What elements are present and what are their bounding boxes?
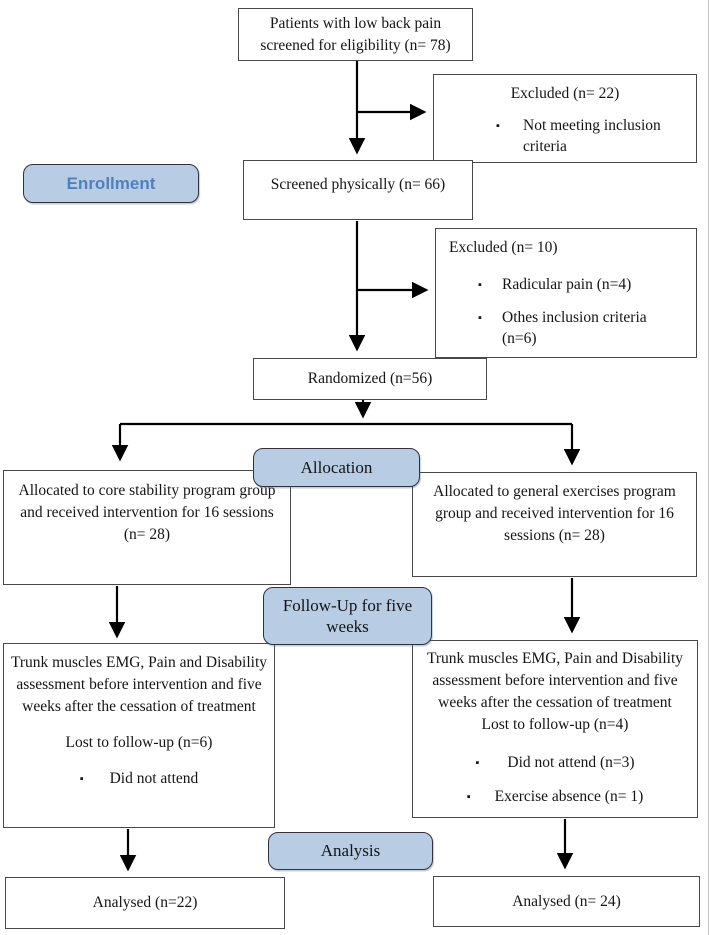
box-analysed-general: Analysed (n= 24) — [433, 876, 700, 927]
followup-core-bullet: ▪ Did not attend — [4, 769, 274, 790]
box-screened-text: Screened physically (n= 66) — [270, 176, 446, 193]
box-randomized-text: Randomized (n=56) — [307, 370, 433, 387]
box-allocated-general-text: Allocated to general exercises program g… — [433, 483, 676, 544]
box-allocated-core-text: Allocated to core stability program grou… — [18, 482, 276, 543]
bullet-square-icon: ▪ — [475, 757, 480, 769]
followup-general-assessment: Trunk muscles EMG, Pain and Disability a… — [426, 650, 684, 711]
followup-core-bullet-text: Did not attend — [109, 770, 199, 787]
box-randomized: Randomized (n=56) — [253, 358, 487, 400]
followup-general-bullet-2-text: Exercise absence (n= 1) — [494, 787, 644, 805]
excluded-second-bullet-2: ▪ Othes inclusion criteria (n=6) — [436, 296, 696, 350]
stage-label-allocation-text: Allocation — [300, 457, 373, 477]
excluded-first-bullet: ▪ Not meeting inclusion criteria — [434, 105, 696, 158]
box-excluded-second: Excluded (n= 10) ▪ Radicular pain (n=4) … — [435, 228, 697, 358]
box-analysed-general-text: Analysed (n= 24) — [512, 892, 621, 910]
bullet-square-icon: ▪ — [79, 773, 84, 785]
stage-label-followup-text: Follow-Up for five weeks — [282, 595, 413, 636]
stage-label-analysis-text: Analysis — [320, 841, 381, 861]
excluded-second-bullet-1: ▪ Radicular pain (n=4) — [436, 259, 696, 296]
stage-label-enrollment: Enrollment — [23, 164, 199, 203]
box-analysed-core: Analysed (n=22) — [5, 877, 285, 929]
bullet-square-icon: ▪ — [478, 279, 482, 291]
box-followup-general: Trunk muscles EMG, Pain and Disability a… — [412, 640, 698, 818]
excluded-second-bullet-1-text: Radicular pain (n=4) — [502, 276, 632, 293]
stage-label-allocation: Allocation — [253, 448, 420, 487]
excluded-first-bullet-text: Not meeting inclusion criteria — [523, 117, 661, 155]
followup-core-lost: Lost to follow-up (n=6) — [65, 734, 213, 751]
bullet-square-icon: ▪ — [466, 790, 471, 803]
followup-general-bullet-1: ▪ Did not attend (n=3) — [413, 753, 697, 774]
excluded-first-title: Excluded (n= 22) — [510, 85, 620, 102]
followup-general-bullet-2: ▪ Exercise absence (n= 1) — [413, 787, 697, 808]
followup-general-bullet-1-text: Did not attend (n=3) — [507, 754, 635, 771]
box-screened: Screened physically (n= 66) — [243, 160, 473, 220]
stage-label-enrollment-text: Enrollment — [66, 173, 156, 193]
box-allocated-core: Allocated to core stability program grou… — [3, 470, 291, 585]
box-screening-text: Patients with low back pain screened for… — [260, 14, 451, 54]
box-excluded-first: Excluded (n= 22) ▪ Not meeting inclusion… — [433, 74, 697, 163]
bullet-square-icon: ▪ — [496, 120, 500, 132]
box-analysed-core-text: Analysed (n=22) — [92, 894, 198, 911]
followup-general-lost: Lost to follow-up (n=4) — [481, 716, 629, 733]
bullet-square-icon: ▪ — [478, 311, 482, 324]
stage-label-analysis: Analysis — [268, 832, 433, 870]
box-screening: Patients with low back pain screened for… — [238, 8, 473, 61]
excluded-second-bullet-2-text: Othes inclusion criteria (n=6) — [502, 308, 647, 347]
box-followup-core: Trunk muscles EMG, Pain and Disability a… — [3, 643, 275, 828]
excluded-second-title: Excluded (n= 10) — [449, 239, 558, 256]
followup-core-assessment: Trunk muscles EMG, Pain and Disability a… — [10, 654, 268, 715]
stage-label-followup: Follow-Up for five weeks — [263, 587, 432, 645]
box-allocated-general: Allocated to general exercises program g… — [412, 472, 697, 577]
